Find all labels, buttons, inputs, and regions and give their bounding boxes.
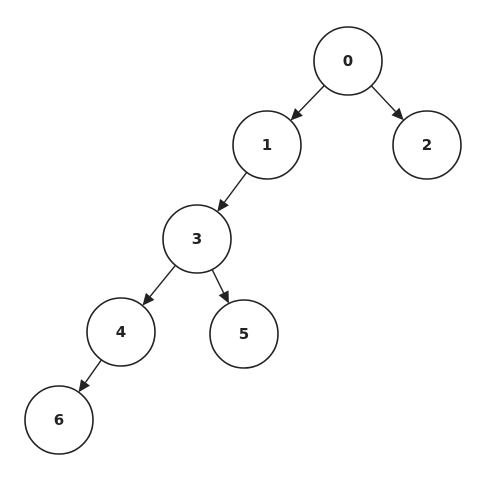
node-label: 2 [422, 136, 432, 154]
node-label: 4 [116, 323, 126, 341]
arrowhead-icon [391, 107, 404, 121]
tree-node-0: 0 [313, 26, 383, 96]
tree-node-4: 4 [86, 297, 156, 367]
tree-node-1: 1 [232, 110, 302, 180]
node-label: 0 [343, 52, 353, 70]
arrowhead-icon [217, 198, 229, 212]
edge-3-5 [211, 269, 229, 304]
node-circle [24, 385, 94, 455]
edge-line [149, 264, 177, 297]
edge-0-1 [290, 84, 325, 121]
node-circle [392, 110, 462, 180]
node-label: 1 [262, 136, 272, 154]
edge-line [223, 171, 248, 203]
nodes: 0 1 2 3 4 5 6 [24, 26, 462, 455]
tree-node-5: 5 [209, 299, 279, 369]
edge-line [211, 269, 225, 294]
edge-1-3 [217, 171, 248, 212]
edge-line [84, 359, 102, 383]
tree-node-6: 6 [24, 385, 94, 455]
edge-line [370, 85, 396, 112]
edges [78, 84, 404, 393]
node-label: 5 [239, 325, 249, 343]
tree-node-2: 2 [392, 110, 462, 180]
node-circle [209, 299, 279, 369]
arrowhead-icon [78, 379, 90, 393]
node-circle [313, 26, 383, 96]
node-label: 6 [54, 411, 64, 429]
edge-3-4 [142, 264, 177, 306]
node-circle [86, 297, 156, 367]
arrowhead-icon [142, 292, 155, 306]
node-label: 3 [192, 230, 202, 248]
edge-0-2 [370, 85, 404, 121]
edge-line [298, 84, 325, 113]
edge-4-6 [78, 359, 102, 393]
node-circle [162, 204, 232, 274]
tree-node-3: 3 [162, 204, 232, 274]
arrowhead-icon [290, 108, 303, 121]
node-circle [232, 110, 302, 180]
arrowhead-icon [218, 290, 229, 304]
